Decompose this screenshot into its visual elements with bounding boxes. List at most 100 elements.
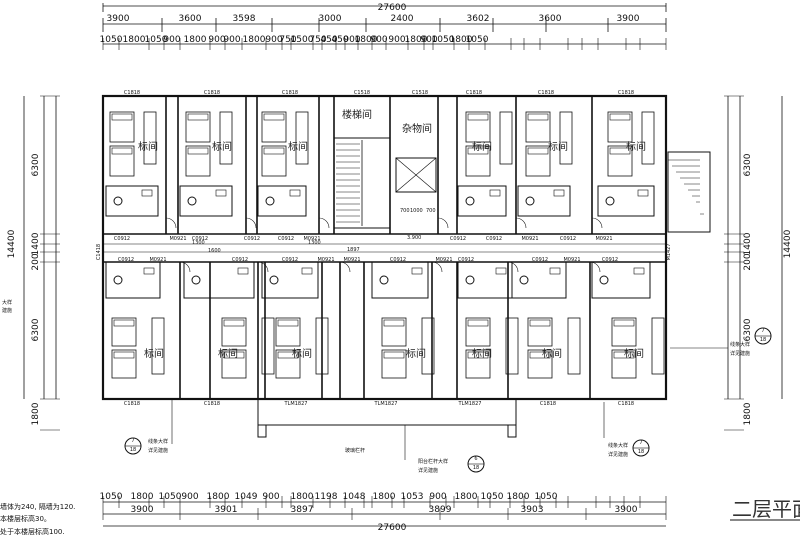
dim-bottom-minor: 1050 bbox=[481, 492, 504, 502]
dim-bottom-minor: 900 bbox=[262, 492, 279, 502]
dim-bottom-minor: 1800 bbox=[131, 492, 154, 502]
elevator-cross bbox=[395, 157, 437, 193]
pillow-icon bbox=[263, 113, 285, 121]
window-label-bottom: C1818 bbox=[618, 401, 634, 407]
window-label-bottom: C1818 bbox=[124, 401, 140, 407]
bed-icon bbox=[275, 317, 301, 347]
dim-top-minor: 450 bbox=[320, 35, 337, 45]
bed-icon bbox=[611, 349, 637, 379]
dim-bottom-major: 3899 bbox=[429, 505, 452, 515]
dim-top-minor: 1800 bbox=[450, 35, 473, 45]
corridor-door-label: C0912 bbox=[282, 257, 298, 263]
pillow-icon bbox=[187, 113, 209, 121]
pillow-icon bbox=[187, 147, 209, 155]
detail-bottom-mid-sheet: 18 bbox=[473, 465, 479, 471]
dim-top-minor: 1800 bbox=[184, 35, 207, 45]
room-label-standard: 标间 bbox=[212, 140, 232, 153]
sink-icon bbox=[301, 267, 313, 275]
dim-bottom-minor: 1053 bbox=[401, 492, 424, 502]
dim-top-minor: 1050 bbox=[466, 35, 489, 45]
corridor-door-label: C0912 bbox=[560, 236, 576, 242]
detail-bottom-right-line1: 线条大样 bbox=[608, 442, 628, 449]
pillow-icon bbox=[467, 319, 489, 327]
detail-bottom-right-line2: 详见建施 bbox=[608, 451, 628, 458]
dim-top-minor: 900 bbox=[208, 35, 225, 45]
corridor-door-label: C0912 bbox=[278, 236, 294, 242]
window-label-c1418: C1418 bbox=[96, 244, 102, 260]
toilet-icon bbox=[113, 275, 123, 285]
small-dim: 700 bbox=[400, 208, 410, 214]
pillow-icon bbox=[527, 147, 549, 155]
desk-icon bbox=[567, 317, 581, 375]
bed-icon bbox=[607, 111, 633, 143]
window-label-top: C1818 bbox=[124, 90, 140, 96]
desk-icon bbox=[295, 111, 309, 165]
pillow-icon bbox=[527, 113, 549, 121]
small-dim: 1300 bbox=[192, 240, 205, 246]
detail-bottom-mid-line1: 阳台栏杆大样 bbox=[418, 458, 448, 465]
toilet-icon bbox=[265, 196, 275, 206]
detail-left-line1: 大样 bbox=[2, 299, 12, 306]
dim-top-minor: 900 bbox=[420, 35, 437, 45]
fire-stair bbox=[667, 151, 711, 233]
dim-bottom-major: 3900 bbox=[615, 505, 638, 515]
detail-bottom-mid-line2: 详见建施 bbox=[418, 467, 438, 474]
detail-bottom-left-sheet: 18 bbox=[130, 447, 136, 453]
bathroom-2 bbox=[257, 185, 307, 217]
dim-top-minor: 1800 bbox=[355, 35, 378, 45]
detail-bottom-mid-num: 6 bbox=[474, 456, 477, 462]
dim-bottom-minor: 900 bbox=[429, 492, 446, 502]
corridor-door-label: C0912 bbox=[192, 236, 208, 242]
pillow-icon bbox=[111, 147, 133, 155]
corridor-door-label: M0921 bbox=[521, 236, 538, 242]
desk-icon bbox=[315, 317, 329, 375]
window-label-top: C1818 bbox=[204, 90, 220, 96]
corridor-door-label: C0912 bbox=[602, 257, 618, 263]
balcony-post bbox=[257, 424, 267, 438]
room-label-stairs: 楼梯间 bbox=[342, 108, 372, 121]
toilet-icon bbox=[187, 196, 197, 206]
dim-bottom-minor: 1800 bbox=[207, 492, 230, 502]
exterior-wall bbox=[101, 94, 668, 401]
bathroom-0 bbox=[105, 185, 159, 217]
dim-bottom-minor: 1800 bbox=[291, 492, 314, 502]
dim-left: 14400 bbox=[7, 229, 17, 258]
door-swing bbox=[507, 261, 519, 273]
dim-top-major: 3598 bbox=[233, 14, 256, 24]
corridor-door-label: C0912 bbox=[450, 236, 466, 242]
dim-top-minor: 1500 bbox=[291, 35, 314, 45]
sink-icon bbox=[237, 267, 249, 275]
room-label-storage: 杂物间 bbox=[402, 122, 432, 135]
bathroom-bottom-2 bbox=[261, 261, 319, 299]
small-dim: 1000 bbox=[410, 208, 423, 214]
dim-bottom-minor: 1049 bbox=[235, 492, 258, 502]
corridor-door-label: C0912 bbox=[532, 257, 548, 263]
window-label-top: C1818 bbox=[538, 90, 554, 96]
bed-icon bbox=[275, 349, 301, 379]
bed-icon bbox=[221, 349, 247, 379]
dim-top-minor: 900 bbox=[265, 35, 282, 45]
dim-top-minor: 900 bbox=[370, 35, 387, 45]
dim-top-major: 3602 bbox=[467, 14, 490, 24]
pillow-icon bbox=[529, 351, 551, 359]
door-swing bbox=[591, 217, 603, 229]
dim-right: 1400 bbox=[743, 232, 753, 255]
window-label-top: C1818 bbox=[282, 90, 298, 96]
door-label-tlm: TLM1827 bbox=[374, 401, 398, 407]
toilet-icon bbox=[113, 196, 123, 206]
desk-icon bbox=[641, 111, 655, 165]
toilet-icon bbox=[465, 196, 475, 206]
room-label-standard: 标间 bbox=[406, 347, 426, 360]
window-label-c1518: C1518 bbox=[354, 90, 370, 96]
room-label-standard: 标间 bbox=[138, 140, 158, 153]
pillow-icon bbox=[111, 113, 133, 121]
corridor-door-label: M0921 bbox=[169, 236, 186, 242]
bed-icon bbox=[607, 145, 633, 177]
door-swing bbox=[431, 261, 443, 273]
detail-bottom-left-num: 7 bbox=[131, 438, 134, 444]
pillow-icon bbox=[223, 319, 245, 327]
small-dim: 1600 bbox=[208, 248, 221, 254]
corridor-door-label: C0912 bbox=[244, 236, 260, 242]
